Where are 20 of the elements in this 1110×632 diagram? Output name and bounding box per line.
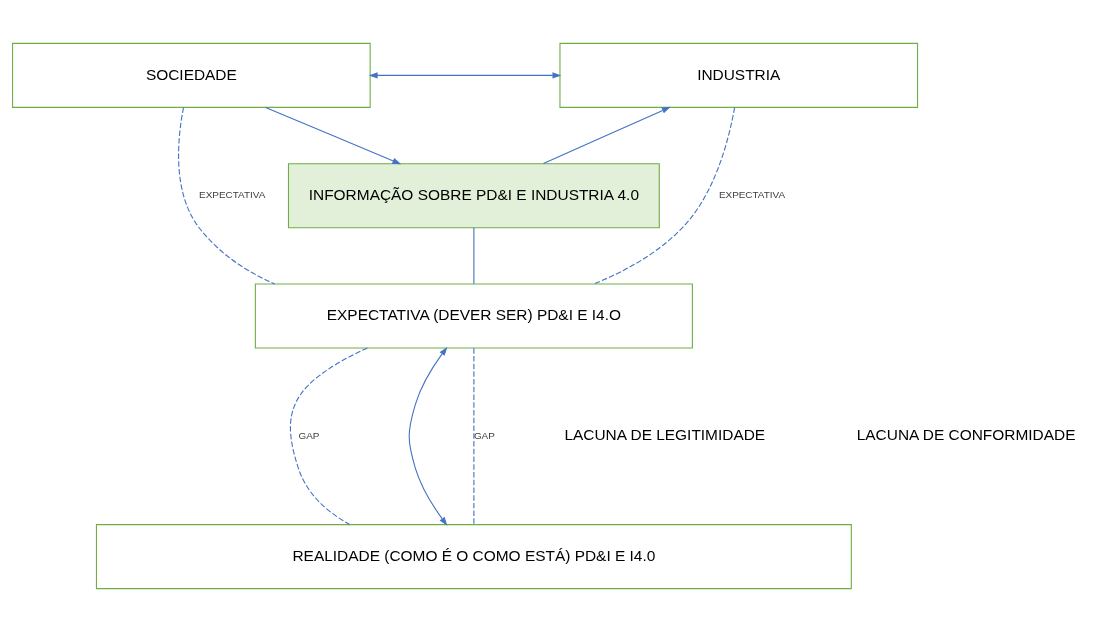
node-box: INFORMAÇÃO SOBRE PD&I E INDUSTRIA 4.0	[287, 163, 660, 229]
edge-label: EXPECTATIVA	[199, 189, 266, 201]
edge-label: GAP	[298, 429, 320, 441]
arrow	[408, 346, 448, 526]
edge-label: EXPECTATIVA	[718, 189, 786, 201]
arrow	[542, 106, 671, 165]
connector	[178, 107, 276, 285]
label: LACUNA DE CONFORMIDADE	[856, 426, 1076, 444]
node-box: INDUSTRIA	[559, 42, 919, 108]
node-box: SOCIEDADE	[12, 42, 371, 108]
connector	[473, 227, 475, 285]
arrow	[265, 107, 402, 165]
connector	[289, 347, 368, 525]
node-box: REALIDADE (COMO É O COMO ESTÁ) PD&I E I4.0	[95, 524, 852, 590]
arrow	[368, 72, 562, 79]
connector	[473, 347, 475, 525]
edge-label: GAP	[473, 429, 495, 441]
node-box: EXPECTATIVA (DEVER SER) PD&I E I4.O	[254, 283, 693, 349]
label: LACUNA DE LEGITIMIDADE	[564, 426, 766, 444]
connector	[593, 107, 736, 285]
